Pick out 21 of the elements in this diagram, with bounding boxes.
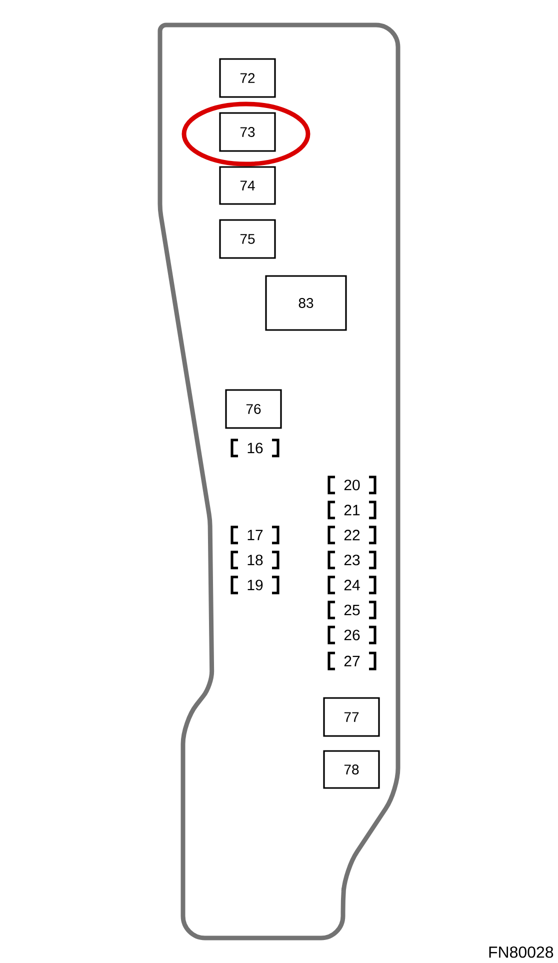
fuse-slot: 16 bbox=[230, 438, 280, 458]
relay-box: 75 bbox=[219, 219, 276, 259]
fuse-slot: 27 bbox=[328, 652, 376, 670]
relay-box: 78 bbox=[323, 750, 380, 789]
fuse-slot: 24 bbox=[328, 576, 376, 594]
relay-box: 77 bbox=[323, 697, 380, 737]
fuse-slot: 21 bbox=[328, 500, 376, 520]
fuse-slot: 17 bbox=[230, 526, 280, 544]
fuse-slot: 25 bbox=[328, 600, 376, 620]
relay-box: 74 bbox=[219, 166, 276, 205]
fuse-slot: 26 bbox=[328, 626, 376, 644]
figure-code: FN80028 bbox=[489, 946, 554, 958]
fuse-slot: 18 bbox=[230, 550, 280, 570]
relay-box: 72 bbox=[219, 58, 276, 98]
fuse-slot: 22 bbox=[328, 526, 376, 544]
fuse-slot: 20 bbox=[328, 476, 376, 494]
fuse-slot: 23 bbox=[328, 550, 376, 570]
relay-box: 73 bbox=[219, 112, 276, 152]
relay-box: 83 bbox=[265, 275, 347, 331]
relay-box: 76 bbox=[225, 389, 282, 429]
fuse-slot: 19 bbox=[230, 576, 280, 594]
